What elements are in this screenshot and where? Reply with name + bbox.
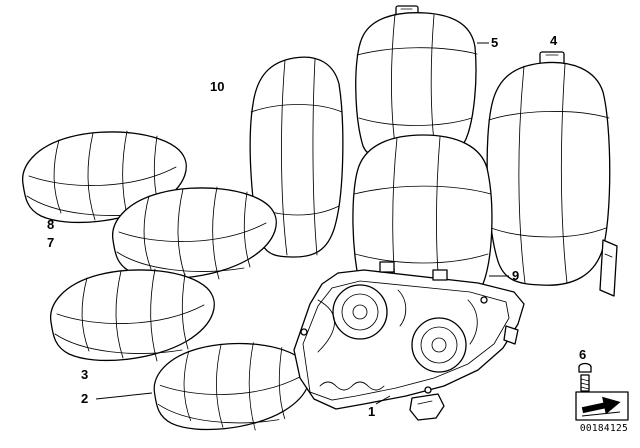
callout-5: 5: [491, 35, 499, 50]
part-seat-frame: [293, 261, 525, 421]
callout-4: 4: [550, 33, 558, 48]
callout-leader-lines: [95, 42, 509, 405]
callout-3: 3: [81, 367, 89, 382]
part-screw-fastener: [578, 362, 592, 392]
callout-2: 2: [81, 391, 89, 406]
part-backrest-left-top: [355, 5, 478, 163]
callout-1: 1: [368, 404, 376, 419]
callout-9: 9: [512, 268, 520, 283]
callout-10: 10: [210, 79, 225, 94]
callout-7: 7: [47, 235, 55, 250]
doc-number: 00184125: [579, 423, 628, 434]
part-backrest-right: [486, 51, 618, 297]
callout-8: 8: [47, 217, 55, 232]
part-cushion-front: [153, 342, 311, 431]
callout-6: 6: [579, 347, 587, 362]
direction-arrow-icon: [575, 391, 629, 421]
part-cushion-mid: [49, 268, 215, 362]
